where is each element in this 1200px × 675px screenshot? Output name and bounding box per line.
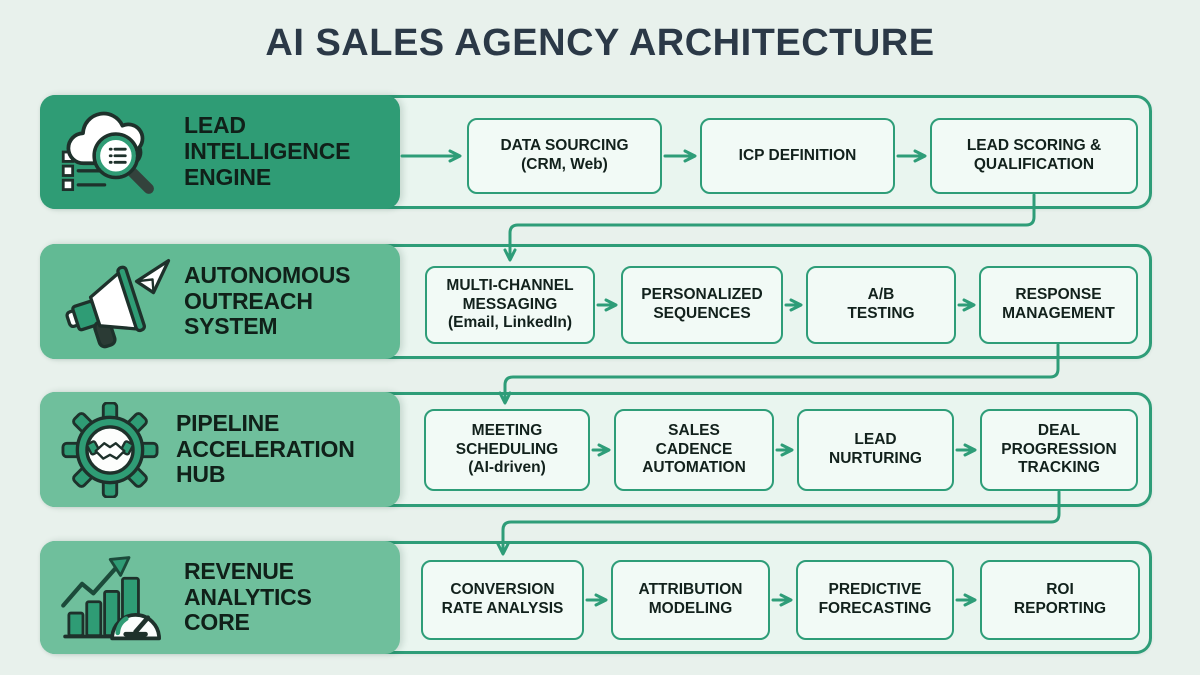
gear-handshake-icon [61,401,159,498]
node-conversion-rate-analysis: CONVERSION RATE ANALYSIS [421,560,584,640]
row-title-autonomous-outreach: AUTONOMOUS OUTREACH SYSTEM [184,261,351,340]
row-title-lead-intelligence: LEAD INTELLIGENCE ENGINE [184,112,351,190]
row-band-autonomous-outreach: AUTONOMOUS OUTREACH SYSTEM [40,244,400,359]
node-deal-progression-tracking: DEAL PROGRESSION TRACKING [980,409,1138,491]
node-roi-reporting: ROI REPORTING [980,560,1140,640]
row-band-pipeline-acceleration: PIPELINE ACCELERATION HUB [40,392,400,507]
node-icp-definition: ICP DEFINITION [700,118,895,194]
chart-gauge-icon [61,555,161,640]
node-response-management: RESPONSE MANAGEMENT [979,266,1138,344]
node-multi-channel-messaging: MULTI-CHANNEL MESSAGING (Email, LinkedIn… [425,266,595,344]
node-sales-cadence-automation: SALES CADENCE AUTOMATION [614,409,774,491]
node-lead-scoring: LEAD SCORING & QUALIFICATION [930,118,1138,194]
row-band-lead-intelligence: LEAD INTELLIGENCE ENGINE [40,95,400,209]
page-title: AI SALES AGENCY ARCHITECTURE [265,22,935,64]
node-personalized-sequences: PERSONALIZED SEQUENCES [621,266,783,344]
row-band-revenue-analytics: REVENUE ANALYTICS CORE [40,541,400,654]
node-attribution-modeling: ATTRIBUTION MODELING [611,560,770,640]
megaphone-plane-icon [65,258,171,348]
node-predictive-forecasting: PREDICTIVE FORECASTING [796,560,954,640]
cloud-search-icon [61,111,154,194]
node-ab-testing: A/B TESTING [806,266,956,344]
node-data-sourcing: DATA SOURCING (CRM, Web) [467,118,662,194]
node-meeting-scheduling: MEETING SCHEDULING (AI-driven) [424,409,590,491]
row-title-pipeline-acceleration: PIPELINE ACCELERATION HUB [176,409,355,488]
node-lead-nurturing: LEAD NURTURING [797,409,954,491]
row-title-revenue-analytics: REVENUE ANALYTICS CORE [184,557,312,636]
